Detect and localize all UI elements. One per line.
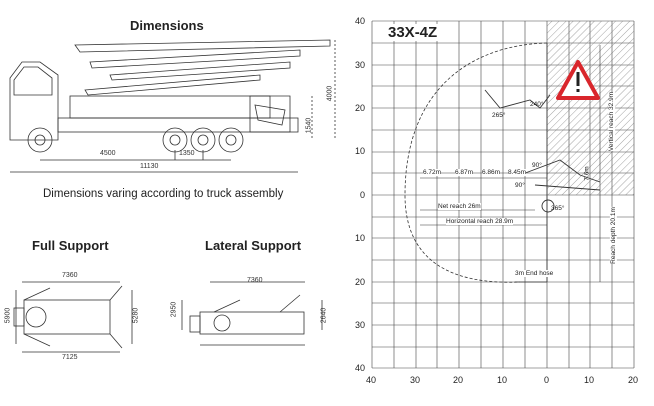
y-tick: 0 — [360, 190, 366, 200]
model-title: 33X-4Z — [386, 24, 440, 41]
truck-side-view — [9, 39, 336, 173]
section-length-2: 6.87m — [455, 169, 474, 176]
x-tick: 0 — [544, 375, 550, 385]
dimensions-caption: Dimensions varing according to truck ass… — [43, 188, 284, 200]
dimensions-title: Dimensions — [130, 18, 204, 33]
full-dim-5280: 5280 — [132, 307, 140, 324]
y-tick: 30 — [355, 320, 366, 330]
reach-depth-label: Reach depth 20.1m — [609, 207, 617, 264]
x-tick: 30 — [410, 375, 421, 385]
y-tick: 40 — [355, 16, 366, 26]
x-tick: 20 — [628, 375, 639, 385]
lateral-support-title: Lateral Support — [205, 238, 302, 253]
reach-envelope — [404, 42, 548, 283]
y-tick: 20 — [355, 103, 366, 113]
warning-triangle-icon — [556, 60, 600, 100]
dim-4000: 4000 — [326, 85, 334, 102]
y-tick: 10 — [355, 233, 366, 243]
full-dim-7360: 7360 — [62, 272, 78, 279]
full-support-title: Full Support — [32, 238, 109, 253]
net-reach-label: Net reach 26m — [438, 203, 481, 210]
y-tick: 30 — [355, 60, 366, 70]
y-tick: 40 — [355, 363, 366, 373]
dim-1540: 1540 — [305, 117, 313, 134]
full-dim-5900: 5900 — [4, 307, 12, 324]
y-tick: 20 — [355, 277, 366, 287]
dim-1350: 1350 — [179, 150, 195, 157]
full-support-view — [13, 281, 133, 353]
horizontal-reach-label: Horizontal reach 28.9m — [446, 218, 514, 225]
dim-7-6m: 7.6m — [583, 166, 591, 181]
end-hose-label: 3m End hose — [515, 270, 554, 277]
section-length-3: 6.86m — [482, 169, 501, 176]
section-length-4: 8.45m — [508, 169, 527, 176]
chart-grid — [371, 20, 635, 369]
dim-11130: 11130 — [140, 163, 159, 170]
angle-265: 265° — [492, 112, 506, 119]
lat-dim-2950: 2950 — [170, 301, 178, 318]
section-length-1: 6.72m — [423, 169, 442, 176]
lat-dim-2640: 2640 — [320, 307, 328, 324]
angle-90-a: 90° — [532, 162, 542, 169]
angle-240: 240° — [530, 101, 544, 108]
x-tick: 40 — [366, 375, 377, 385]
x-tick: 10 — [497, 375, 508, 385]
y-tick: 10 — [355, 146, 366, 156]
angle-90-b: 90° — [515, 182, 525, 189]
vertical-reach-label: Vertical reach 32.9m — [608, 91, 616, 152]
hatched-zone — [547, 21, 634, 195]
reach-chart — [371, 20, 635, 369]
x-tick: 20 — [453, 375, 464, 385]
dim-4500: 4500 — [100, 150, 116, 157]
lat-dim-7360: 7360 — [247, 277, 263, 284]
lateral-support-view — [181, 281, 323, 346]
x-tick: 10 — [584, 375, 595, 385]
full-dim-7125: 7125 — [62, 354, 78, 361]
angle-365: 365° — [551, 205, 565, 212]
